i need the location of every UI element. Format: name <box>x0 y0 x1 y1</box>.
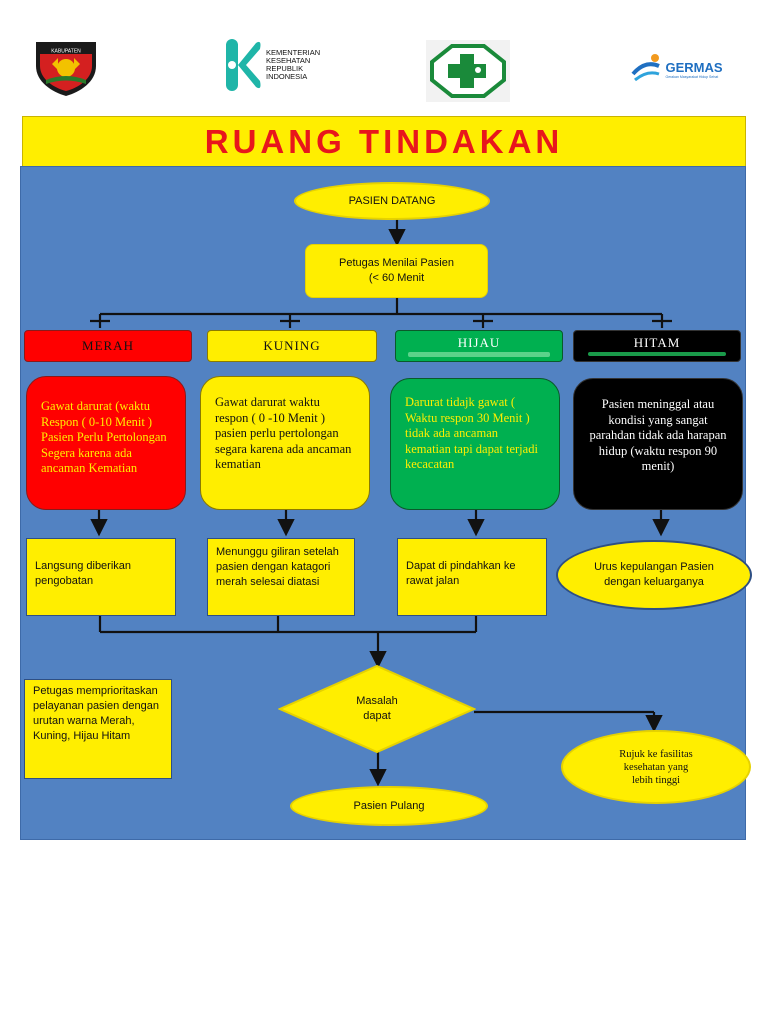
category-hijau-label: HIJAU <box>457 335 501 350</box>
category-kuning-label: KUNING <box>263 338 321 353</box>
action-kuning: Menunggu giliran setelah pasien dengan k… <box>207 538 355 616</box>
category-hitam-label: HITAM <box>633 335 681 350</box>
action-hijau: Dapat di pindahkan ke rawat jalan <box>397 538 547 616</box>
crest-text: KABUPATEN <box>51 49 81 55</box>
action-merah: Langsung diberikan pengobatan <box>26 538 176 616</box>
action-hitam-text: Urus kepulangan Pasien dengan keluargany… <box>594 561 714 588</box>
decision-label: Masalah dapat <box>278 694 476 724</box>
puskesmas-logo <box>426 40 510 102</box>
desc-merah: Gawat darurat (waktu Respon ( 0-10 Menit… <box>26 376 186 510</box>
decision-node <box>278 664 476 754</box>
assessment-box: Petugas Menilai Pasien (< 60 Menit <box>305 244 488 298</box>
hitam-underline <box>588 352 726 356</box>
desc-kuning: Gawat darurat waktu respon ( 0 -10 Menit… <box>200 376 370 510</box>
category-merah-label: MERAH <box>82 338 134 353</box>
page-title: RUANG TINDAKAN <box>204 123 564 160</box>
start-node: PASIEN DATANG <box>294 182 490 220</box>
kemenkes-logo: KEMENTERIAN KESEHATAN REPUBLIK INDONESIA <box>218 36 328 94</box>
desc-hitam-text: Pasien meninggal atau kondisi yang sanga… <box>589 397 727 473</box>
kemenkes-emblem-icon <box>226 39 261 91</box>
referral-line-1: Rujuk ke fasilitas <box>619 748 693 760</box>
kemenkes-line-4: INDONESIA <box>266 72 308 81</box>
category-hitam: HITAM <box>573 330 741 362</box>
title-banner: RUANG TINDAKAN <box>22 116 746 168</box>
priority-note-text: Petugas memprioritaskan pelayanan pasien… <box>33 685 160 742</box>
kemenkes-line-3: REPUBLIK <box>266 64 304 73</box>
germas-tagline: Gerakan Masyarakat Hidup Sehat <box>665 74 719 79</box>
kemenkes-line-1: KEMENTERIAN <box>266 48 321 57</box>
category-kuning: KUNING <box>207 330 377 362</box>
end-label: Pasien Pulang <box>353 800 425 812</box>
action-hijau-text: Dapat di pindahkan ke rawat jalan <box>406 560 516 587</box>
category-hijau: HIJAU <box>395 330 563 362</box>
start-label: PASIEN DATANG <box>348 195 436 207</box>
assessment-line-1: Petugas Menilai Pasien <box>339 257 454 269</box>
desc-kuning-text: Gawat darurat waktu respon ( 0 -10 Menit… <box>215 395 352 471</box>
priority-note: Petugas memprioritaskan pelayanan pasien… <box>24 679 172 779</box>
referral-node: Rujuk ke fasilitas kesehatan yang lebih … <box>561 730 751 804</box>
decision-line-1: Masalah <box>356 695 398 707</box>
desc-merah-text: Gawat darurat (waktu Respon ( 0-10 Menit… <box>41 399 167 475</box>
germas-figure-icon <box>631 54 661 82</box>
germas-logo: GERMAS Gerakan Masyarakat Hidup Sehat <box>626 48 726 90</box>
desc-hijau: Darurat tidajk gawat ( Waktu respon 30 M… <box>390 378 560 510</box>
action-hitam: Urus kepulangan Pasien dengan keluargany… <box>556 540 752 610</box>
kemenkes-line-2: KESEHATAN <box>266 56 311 65</box>
desc-hitam: Pasien meninggal atau kondisi yang sanga… <box>573 378 743 510</box>
action-kuning-text: Menunggu giliran setelah pasien dengan k… <box>216 546 339 588</box>
hijau-underline <box>408 352 550 357</box>
referral-line-2: kesehatan yang <box>623 761 689 773</box>
germas-wordmark: GERMAS <box>665 59 723 75</box>
category-merah: MERAH <box>24 330 192 362</box>
desc-hijau-text: Darurat tidajk gawat ( Waktu respon 30 M… <box>405 395 538 471</box>
end-node: Pasien Pulang <box>290 786 488 826</box>
regency-crest-logo: KABUPATEN <box>32 36 100 98</box>
referral-line-3: lebih tinggi <box>631 774 681 786</box>
action-merah-text: Langsung diberikan pengobatan <box>35 560 132 587</box>
assessment-line-2: (< 60 Menit <box>368 272 425 284</box>
decision-line-2: dapat <box>363 710 391 722</box>
